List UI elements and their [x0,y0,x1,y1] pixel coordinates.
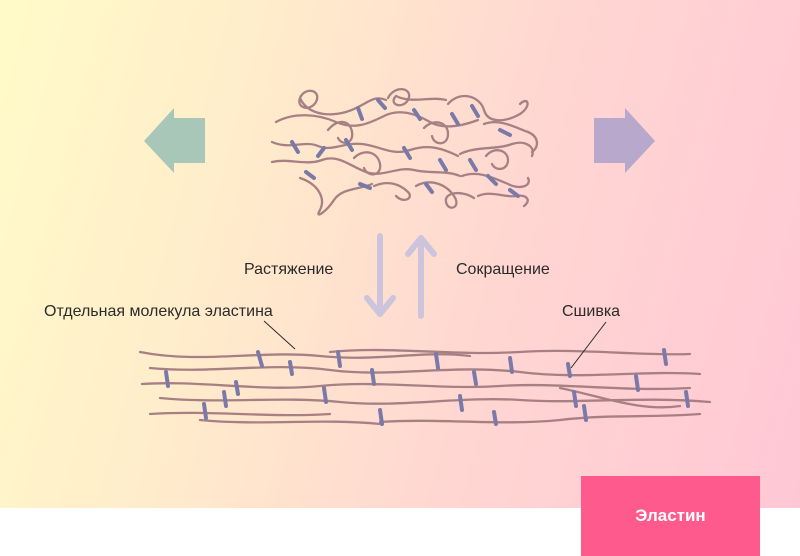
elastin-badge: Эластин [581,476,760,556]
gradient-background [0,0,800,508]
crosslink-label: Сшивка [562,303,621,320]
relaxed-elastin-network [270,88,539,216]
elastin-illustration [138,88,712,426]
stretch-arrow-down-icon [364,233,396,317]
stretched-crosslinks [164,348,690,426]
elastin-badge-text: Эластин [635,506,706,525]
relaxed-crosslinks [290,98,520,198]
contract-arrow-up-icon [405,235,437,319]
molecule-label: Отдельная молекула эластина [44,303,273,320]
arrow-left-icon [144,108,205,173]
molecule-leader-line [263,320,296,350]
crosslink-leader-line [570,321,607,369]
stretch-label: Растяжение [244,261,334,278]
contract-label: Сокращение [456,261,550,278]
arrow-right-icon [594,108,655,173]
stretched-elastin-network [138,348,712,426]
